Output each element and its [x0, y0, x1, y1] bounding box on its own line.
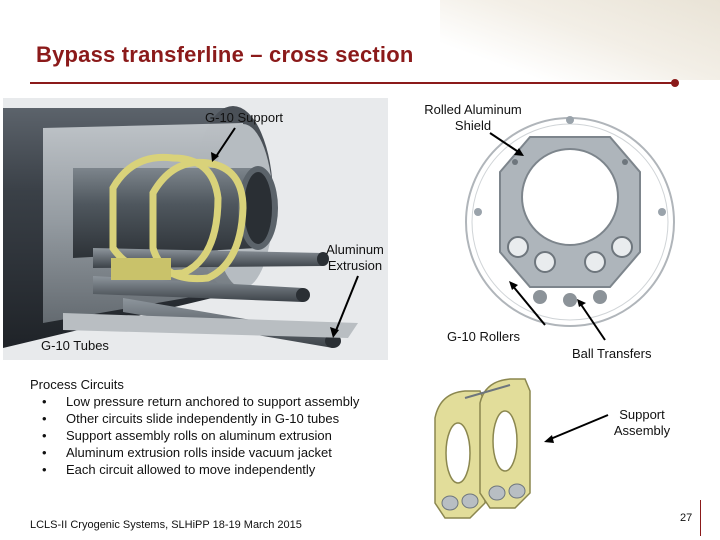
label-g10-rollers: G-10 Rollers [447, 329, 520, 344]
label-rolled-shield-line2: Shield [454, 118, 492, 133]
list-item-text: Support assembly rolls on aluminum extru… [66, 428, 332, 443]
bullet-marker: • [42, 462, 47, 477]
title-rule [30, 82, 674, 84]
bullet-marker: • [42, 394, 47, 409]
page-number: 27 [680, 512, 693, 524]
list-item: • Support assembly rolls on aluminum extr… [30, 427, 390, 444]
bullet-marker: • [42, 428, 47, 443]
label-support-assembly-line2: Assembly [613, 423, 671, 438]
cross-section-figure [465, 116, 675, 327]
label-g10-support: G-10 Support [205, 110, 284, 125]
list-item: • Other circuits slide independently in G… [30, 410, 390, 427]
label-support-assembly: Support Assembly [606, 407, 678, 439]
title-rule-dot [671, 79, 679, 87]
process-circuits-heading: Process Circuits [30, 377, 124, 392]
label-ball-transfers: Ball Transfers [572, 346, 652, 361]
process-circuits-list: Process Circuits • Low pressure return an… [30, 376, 390, 478]
list-item-text: Other circuits slide independently in G-… [66, 411, 340, 426]
label-rolled-shield: Rolled Aluminum Shield [418, 102, 528, 134]
list-item: • Low pressure return anchored to support… [30, 393, 390, 410]
label-aluminum-extrusion: Aluminum Extrusion [318, 242, 392, 274]
label-aluminum-extrusion-line2: Extrusion [327, 258, 383, 273]
support-assembly-figure [434, 378, 531, 519]
bullet-marker: • [42, 411, 47, 426]
cutaway-figure [3, 98, 388, 360]
annotation-arrows [489, 132, 609, 443]
list-item: • Aluminum extrusion rolls inside vacuum … [30, 444, 390, 461]
slide-footer: LCLS-II Cryogenic Systems, SLHiPP 18-19 … [30, 519, 302, 531]
list-item-text: Aluminum extrusion rolls inside vacuum j… [66, 445, 332, 460]
bullet-marker: • [42, 445, 47, 460]
corner-decoration [440, 0, 720, 80]
label-aluminum-extrusion-line1: Aluminum [326, 242, 384, 257]
label-rolled-shield-line1: Rolled Aluminum [424, 102, 522, 117]
label-g10-tubes: G-10 Tubes [41, 338, 109, 353]
list-item: • Each circuit allowed to move independen… [30, 461, 390, 478]
footer-rule [700, 500, 701, 536]
label-support-assembly-line1: Support [619, 407, 665, 422]
slide-title: Bypass transferline – cross section [36, 42, 414, 67]
list-item-text: Each circuit allowed to move independent… [66, 462, 316, 477]
list-item-text: Low pressure return anchored to support … [66, 394, 360, 409]
